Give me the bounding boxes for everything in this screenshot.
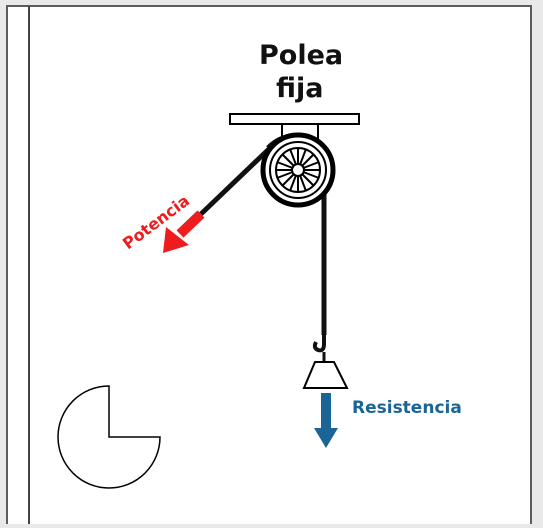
arrow-down-icon — [314, 393, 338, 448]
title-line-1: Polea — [259, 40, 344, 71]
pie-shape-icon — [57, 385, 161, 489]
hook-icon — [312, 332, 326, 353]
weight-icon — [302, 361, 349, 389]
ceiling-bar — [229, 113, 360, 125]
rope-effort-side — [199, 146, 272, 216]
title-line-2: fija — [276, 73, 324, 104]
pulley-wheel-icon — [260, 132, 336, 208]
arrow-down-left-icon — [163, 210, 205, 253]
resistencia-label: Resistencia — [352, 398, 462, 418]
